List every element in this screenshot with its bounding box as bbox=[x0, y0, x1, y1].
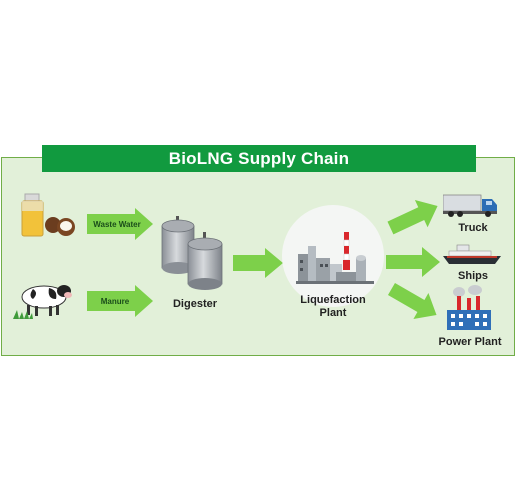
liquefaction-label-line1: Liquefaction bbox=[300, 294, 366, 306]
waste-water-arrow bbox=[87, 208, 153, 240]
digester-tank-icon bbox=[161, 216, 223, 290]
factory-icon bbox=[296, 232, 374, 284]
digester-to-plant-arrow bbox=[233, 248, 283, 278]
plant-to-truck-arrow bbox=[387, 200, 438, 235]
diagram-title: BioLNG Supply Chain bbox=[42, 145, 476, 172]
power-plant-icon bbox=[447, 285, 491, 330]
truck-icon bbox=[443, 194, 497, 217]
manure-label: Manure bbox=[100, 296, 130, 306]
juice-bottle-icon bbox=[21, 193, 75, 237]
digester-label: Digester bbox=[172, 298, 218, 310]
plant-to-ships-arrow bbox=[386, 247, 440, 277]
truck-label: Truck bbox=[458, 222, 488, 234]
plant-to-power-arrow bbox=[387, 282, 437, 319]
waste-water-label: Waste Water bbox=[93, 219, 141, 229]
coconut-icon bbox=[45, 217, 75, 236]
ship-icon bbox=[443, 244, 501, 264]
liquefaction-label: Liquefaction Plant bbox=[292, 294, 374, 320]
ships-label: Ships bbox=[458, 270, 488, 282]
power-plant-label: Power Plant bbox=[438, 336, 502, 348]
liquefaction-label-line2: Plant bbox=[319, 307, 347, 319]
manure-arrow bbox=[87, 285, 153, 317]
cow-icon bbox=[13, 285, 72, 319]
